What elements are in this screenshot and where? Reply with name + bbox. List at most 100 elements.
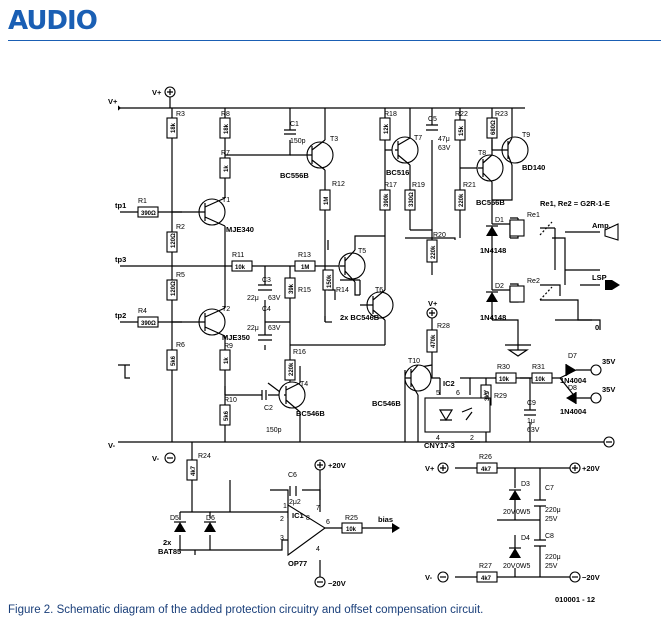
label-r25: R25: [345, 515, 358, 522]
label-r18: R18: [384, 111, 397, 118]
label-tp1: tp1: [115, 201, 126, 210]
type-t2: MJE350: [222, 333, 250, 342]
type-d8: 1N4004: [560, 407, 587, 416]
label-zero: 0: [595, 323, 599, 332]
power-d4: 0W5: [516, 563, 531, 570]
label-r10: R10: [224, 397, 237, 404]
label-vminus-left: V-: [108, 441, 116, 450]
resistors: [137, 117, 553, 583]
volt-c8: 25V: [545, 563, 558, 570]
value-r19: 330Ω: [409, 192, 415, 207]
value-r16: 220k: [289, 362, 295, 376]
magazine-header: AUDIO: [8, 6, 661, 46]
label-neg20-ic1: −20V: [328, 579, 346, 588]
value-c8: 220μ: [545, 554, 561, 561]
pin-ic2-1: 1: [483, 390, 487, 397]
label-d4: D4: [521, 535, 530, 542]
pin-ic1-6: 6: [326, 519, 330, 526]
label-t8: T8: [478, 150, 486, 157]
label-t7: T7: [414, 135, 422, 142]
label-r27: R27: [479, 563, 492, 570]
label-vplus-r26: V+: [425, 464, 435, 473]
value-r26: 4k7: [481, 467, 492, 473]
volt-c4: 63V: [268, 325, 281, 332]
label-r23: R23: [495, 111, 508, 118]
label-vminus: V-: [152, 454, 160, 463]
type-t10: BC546B: [372, 399, 401, 408]
value-c9: 1μ: [527, 418, 535, 425]
transistors: [182, 136, 529, 413]
value-r11: 10k: [235, 265, 246, 271]
label-r19: R19: [412, 182, 425, 189]
label-r26: R26: [479, 454, 492, 461]
diodes: [174, 225, 577, 558]
label-pos20-ic1: +20V: [328, 461, 346, 470]
type-d7: 1N4004: [560, 376, 587, 385]
volt-c3: 63V: [268, 295, 281, 302]
label-t9: T9: [522, 132, 530, 139]
label-vminus-r27: V-: [425, 573, 433, 582]
label-t6: T6: [375, 287, 383, 294]
type-ic1: OP77: [288, 559, 307, 568]
label-t5: T5: [358, 248, 366, 255]
type-t7: BC516: [386, 168, 409, 177]
value-c2: 150p: [266, 427, 282, 434]
value-r14: 150k: [327, 274, 333, 288]
label-r9: R9: [224, 343, 233, 350]
power-d3: 0W5: [516, 509, 531, 516]
integrated-circuits: [287, 397, 491, 557]
value-r31: 10k: [535, 377, 546, 383]
value-r27: 4k7: [481, 576, 492, 582]
value-c7: 220μ: [545, 507, 561, 514]
label-c7: C7: [545, 485, 554, 492]
type-d5-d6: BAT85: [158, 547, 181, 556]
label-ac1: 35V: [602, 357, 615, 366]
label-r29: R29: [494, 393, 507, 400]
pin-ic1-8: 8: [306, 515, 310, 522]
value-r9: 1k: [224, 357, 230, 364]
label-tp3: tp3: [115, 255, 126, 264]
value-r18: 12k: [384, 123, 390, 134]
label-r13: R13: [298, 252, 311, 259]
label-r3: R3: [176, 111, 185, 118]
wiring: [118, 96, 605, 578]
value-r30: 10k: [499, 377, 510, 383]
label-r17: R17: [384, 182, 397, 189]
relay-note: Re1, Re2 = G2R-1-E: [540, 199, 610, 208]
value-r8: 18k: [224, 123, 230, 134]
label-r2: R2: [176, 224, 185, 231]
label-r15: R15: [298, 287, 311, 294]
type-d1: 1N4148: [480, 246, 506, 255]
pin-ic1-4: 4: [316, 546, 320, 553]
volt-c7: 25V: [545, 516, 558, 523]
pin-ic1-2: 2: [280, 516, 284, 523]
label-c3: C3: [262, 277, 271, 284]
label-r28: R28: [437, 323, 450, 330]
label-vplus-left: V+: [108, 97, 118, 106]
value-r22: 15k: [459, 125, 465, 136]
label-r30: R30: [497, 364, 510, 371]
pin-ic1-1: 1: [283, 503, 287, 510]
label-bias: bias: [378, 515, 393, 524]
volt-d3: 20V: [503, 509, 516, 516]
label-r21: R21: [463, 182, 476, 189]
value-c6: 2μ2: [289, 499, 301, 506]
label-r22: R22: [455, 111, 468, 118]
value-r24: 4k7: [191, 465, 197, 476]
type-t8: BC556B: [476, 198, 505, 207]
label-t4: T4: [300, 381, 308, 388]
type-t3: BC556B: [280, 171, 309, 180]
pin-ic2-6: 6: [456, 390, 460, 397]
component-labels: V+ V+ V- V- V+ V+ V- +20V −20V +20V −20V…: [108, 88, 615, 604]
label-c9: C9: [527, 400, 536, 407]
volt-c5: 63V: [438, 145, 451, 152]
value-r7: 1k: [224, 165, 230, 172]
label-lsp: LSP: [592, 273, 607, 282]
type-t4: BC546B: [296, 409, 325, 418]
label-d6: D6: [206, 515, 215, 522]
label-r8: R8: [221, 111, 230, 118]
label-pos20-right: +20V: [582, 464, 600, 473]
label-tp2: tp2: [115, 311, 126, 320]
label-ac2: 35V: [602, 385, 615, 394]
figure-caption: Figure 2. Schematic diagram of the added…: [8, 604, 484, 616]
